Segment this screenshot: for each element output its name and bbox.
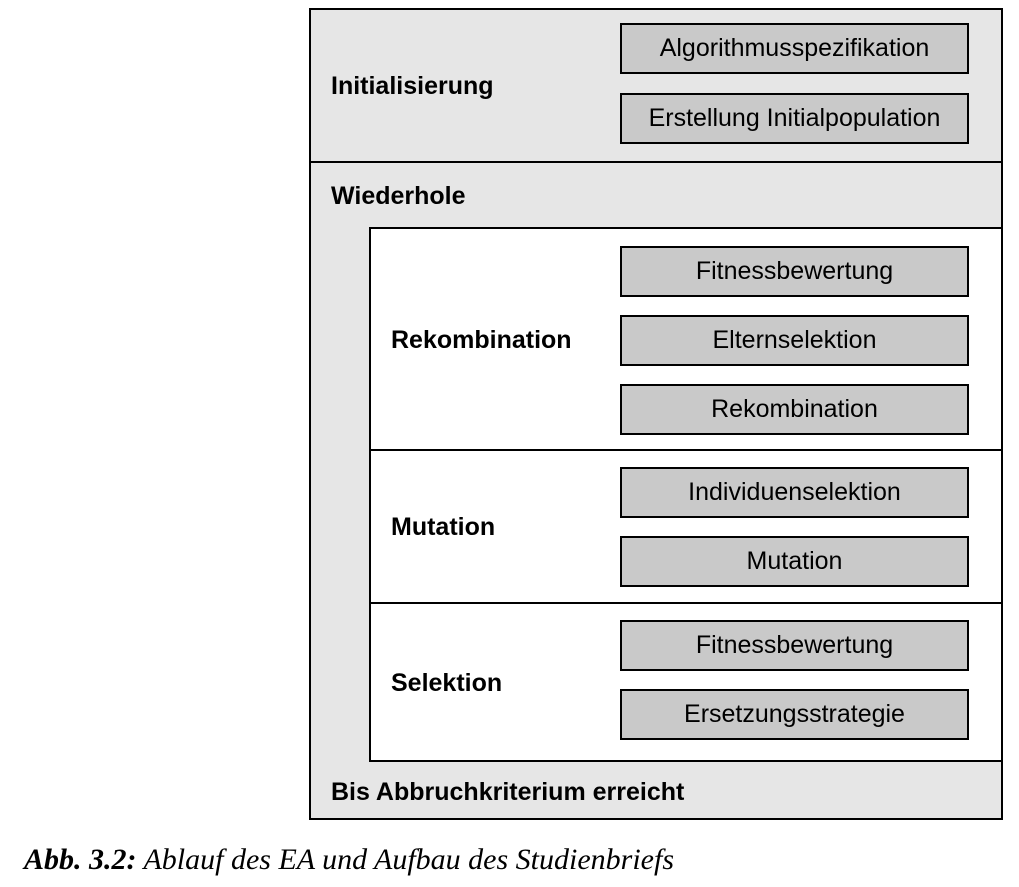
step-individual-selection: Individuenselektion	[620, 467, 969, 518]
step-parent-selection: Elternselektion	[620, 315, 969, 366]
until-label: Bis Abbruchkriterium erreicht	[331, 778, 685, 806]
phase-divider-2	[369, 602, 1003, 604]
repeat-label: Wiederhole	[331, 182, 466, 210]
figure-number: Abb. 3.2:	[24, 843, 137, 876]
phase-label-recombination: Rekombination	[391, 326, 572, 354]
phase-label-mutation: Mutation	[391, 513, 496, 541]
step-fitness-evaluation: Fitnessbewertung	[620, 246, 969, 297]
phase-divider-1	[369, 449, 1003, 451]
figure-caption-text: Ablauf des EA und Aufbau des Studienbrie…	[143, 843, 674, 876]
phase-label-selection: Selektion	[391, 669, 503, 697]
figure-caption: Abb. 3.2: Ablauf des EA und Aufbau des S…	[24, 843, 674, 877]
step-recombination: Rekombination	[620, 384, 969, 435]
step-mutation: Mutation	[620, 536, 969, 587]
init-label: Initialisierung	[331, 72, 494, 100]
init-section-divider	[309, 161, 1003, 163]
step-fitness-evaluation-2: Fitnessbewertung	[620, 620, 969, 671]
step-replacement-strategy: Ersetzungsstrategie	[620, 689, 969, 740]
step-initial-population: Erstellung Initialpopulation	[620, 93, 969, 144]
step-algorithm-spec: Algorithmusspezifikation	[620, 23, 969, 74]
